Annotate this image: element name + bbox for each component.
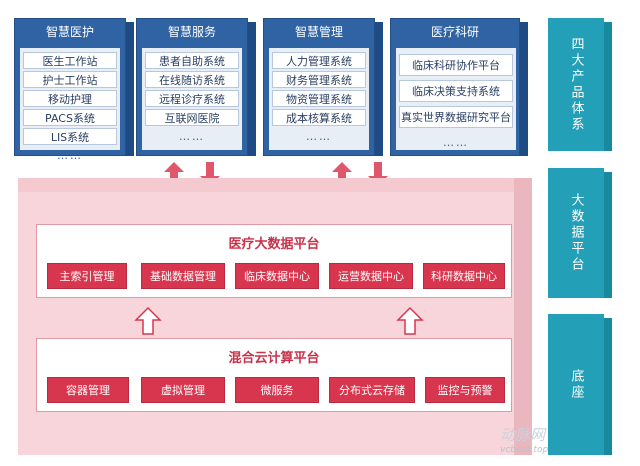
module-chip: 主索引管理 — [47, 263, 127, 289]
list-item-ellipsis: …… — [306, 130, 332, 143]
list-item: 医生工作站 — [23, 52, 117, 69]
list-item: LIS系统 — [23, 128, 117, 145]
side-label-foundation: 底座 — [548, 314, 612, 455]
module-chip: 科研数据中心 — [423, 263, 505, 289]
module-chip: 容器管理 — [47, 377, 129, 403]
module-chip: 虚拟管理 — [141, 377, 225, 403]
module-chip: 基础数据管理 — [141, 263, 225, 289]
up-arrow-icon — [332, 162, 352, 186]
list-item: 物资管理系统 — [272, 90, 366, 107]
list-item: 移动护理 — [23, 90, 117, 107]
up-arrow-left — [134, 306, 162, 335]
up-arrow-right — [396, 306, 424, 335]
module-chip: 临床数据中心 — [235, 263, 319, 289]
side-label-products: 四大产品体系 — [548, 18, 612, 151]
list-item: 财务管理系统 — [272, 71, 366, 88]
column-title: 医疗科研 — [430, 25, 479, 39]
list-item: 人力管理系统 — [272, 52, 366, 69]
list-item: 互联网医院 — [145, 109, 239, 126]
column-title: 智慧医护 — [45, 25, 94, 39]
up-arrow-icon — [164, 162, 184, 186]
list-item: 临床决策支持系统 — [399, 80, 513, 102]
up-arrow-icon — [134, 306, 162, 335]
watermark-logo: 动脉网 vcbeat.top — [500, 426, 549, 455]
big-data-platform-panel: 医疗大数据平台 主索引管理 基础数据管理 临床数据中心 运营数据中心 科研数据中… — [36, 224, 512, 298]
list-item-ellipsis: …… — [179, 130, 205, 143]
list-item-ellipsis: …… — [443, 136, 469, 149]
column-title: 智慧服务 — [167, 25, 216, 39]
column-smart-service: 智慧服务 患者自助系统 在线随访系统 远程诊疗系统 互联网医院 …… — [136, 18, 256, 156]
column-smart-care: 智慧医护 医生工作站 护士工作站 移动护理 PACS系统 LIS系统 …… — [14, 18, 134, 162]
cloud-platform-panel: 混合云计算平台 容器管理 虚拟管理 微服务 分布式云存储 监控与预警 — [36, 338, 512, 412]
column-medical-research: 医疗科研 临床科研协作平台 临床决策支持系统 真实世界数据研究平台 …… — [390, 18, 528, 156]
list-item: 在线随访系统 — [145, 71, 239, 88]
list-item: 成本核算系统 — [272, 109, 366, 126]
list-item: 远程诊疗系统 — [145, 90, 239, 107]
cloud-platform-title: 混合云计算平台 — [228, 351, 320, 366]
list-item-ellipsis: …… — [57, 149, 83, 162]
list-item: 临床科研协作平台 — [399, 54, 513, 76]
up-arrow-icon — [396, 306, 424, 335]
module-chip: 监控与预警 — [425, 377, 505, 403]
list-item: 护士工作站 — [23, 71, 117, 88]
list-item: 真实世界数据研究平台 — [399, 106, 513, 128]
module-chip: 分布式云存储 — [329, 377, 415, 403]
platform-block-side — [514, 178, 532, 455]
module-chip: 运营数据中心 — [329, 263, 413, 289]
side-label-big-data: 大数据平台 — [548, 168, 612, 298]
module-chip: 微服务 — [235, 377, 319, 403]
big-data-platform-title: 医疗大数据平台 — [228, 237, 320, 252]
column-title: 智慧管理 — [294, 25, 343, 39]
column-smart-management: 智慧管理 人力管理系统 财务管理系统 物资管理系统 成本核算系统 …… — [263, 18, 383, 156]
list-item: 患者自助系统 — [145, 52, 239, 69]
list-item: PACS系统 — [23, 109, 117, 126]
